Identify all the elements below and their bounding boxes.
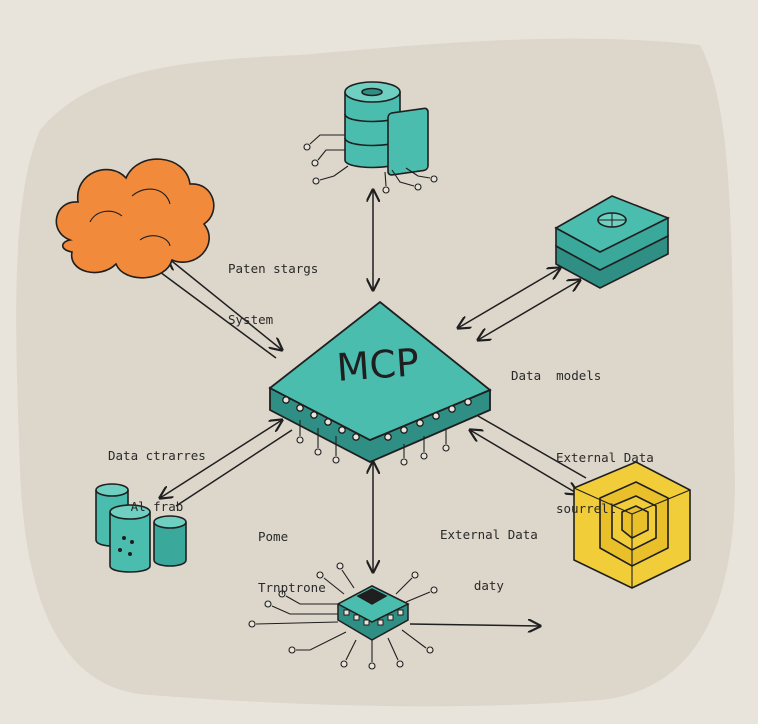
label-models: Data models: [511, 333, 601, 401]
data-cube-icon: [573, 461, 691, 589]
label-left: Data ctrarres Al frab: [108, 413, 206, 532]
server-stack-icon: [554, 195, 670, 289]
label-cloud: Paten stargs System: [228, 226, 318, 345]
cloud-icon: [55, 158, 215, 279]
connectors: [159, 190, 587, 626]
label-left-line-1: Data ctrarres: [108, 448, 206, 463]
connector-cloud: [168, 258, 282, 350]
label-ext-bottom: External Data daty: [440, 492, 538, 611]
connector-left-2: [175, 429, 293, 507]
microchip-icon: [248, 562, 438, 670]
mcp-chip: [268, 300, 492, 466]
label-cloud-line-2: System: [228, 312, 274, 327]
connector-external: [470, 430, 578, 494]
containers-icon: [95, 483, 187, 573]
label-left-line-2: Al frab: [130, 499, 184, 514]
label-tool-line-2: Trnptrone: [258, 580, 326, 595]
label-tool: Pome Trnptrone: [258, 494, 326, 613]
label-models-line-1: Data models: [511, 368, 602, 383]
label-ext-bottom-line-2: daty: [473, 578, 504, 593]
connector-cloud-2: [159, 271, 277, 359]
connector-external-2: [477, 415, 587, 479]
label-ext-bottom-line-1: External Data: [440, 527, 538, 542]
connector-left: [160, 420, 282, 498]
connector-chip-out: [409, 624, 540, 626]
label-cloud-line-1: Paten stargs: [228, 261, 319, 276]
hub-label: MCP: [335, 340, 420, 390]
label-ext-right-line-1: External Data: [556, 450, 654, 465]
label-tool-line-1: Pome: [258, 529, 289, 544]
database-server-icon: [303, 81, 438, 194]
label-ext-right-line-2: sourrell: [556, 501, 617, 516]
label-ext-right: External Data sourrell: [556, 415, 654, 534]
connector-models-2: [478, 280, 580, 340]
